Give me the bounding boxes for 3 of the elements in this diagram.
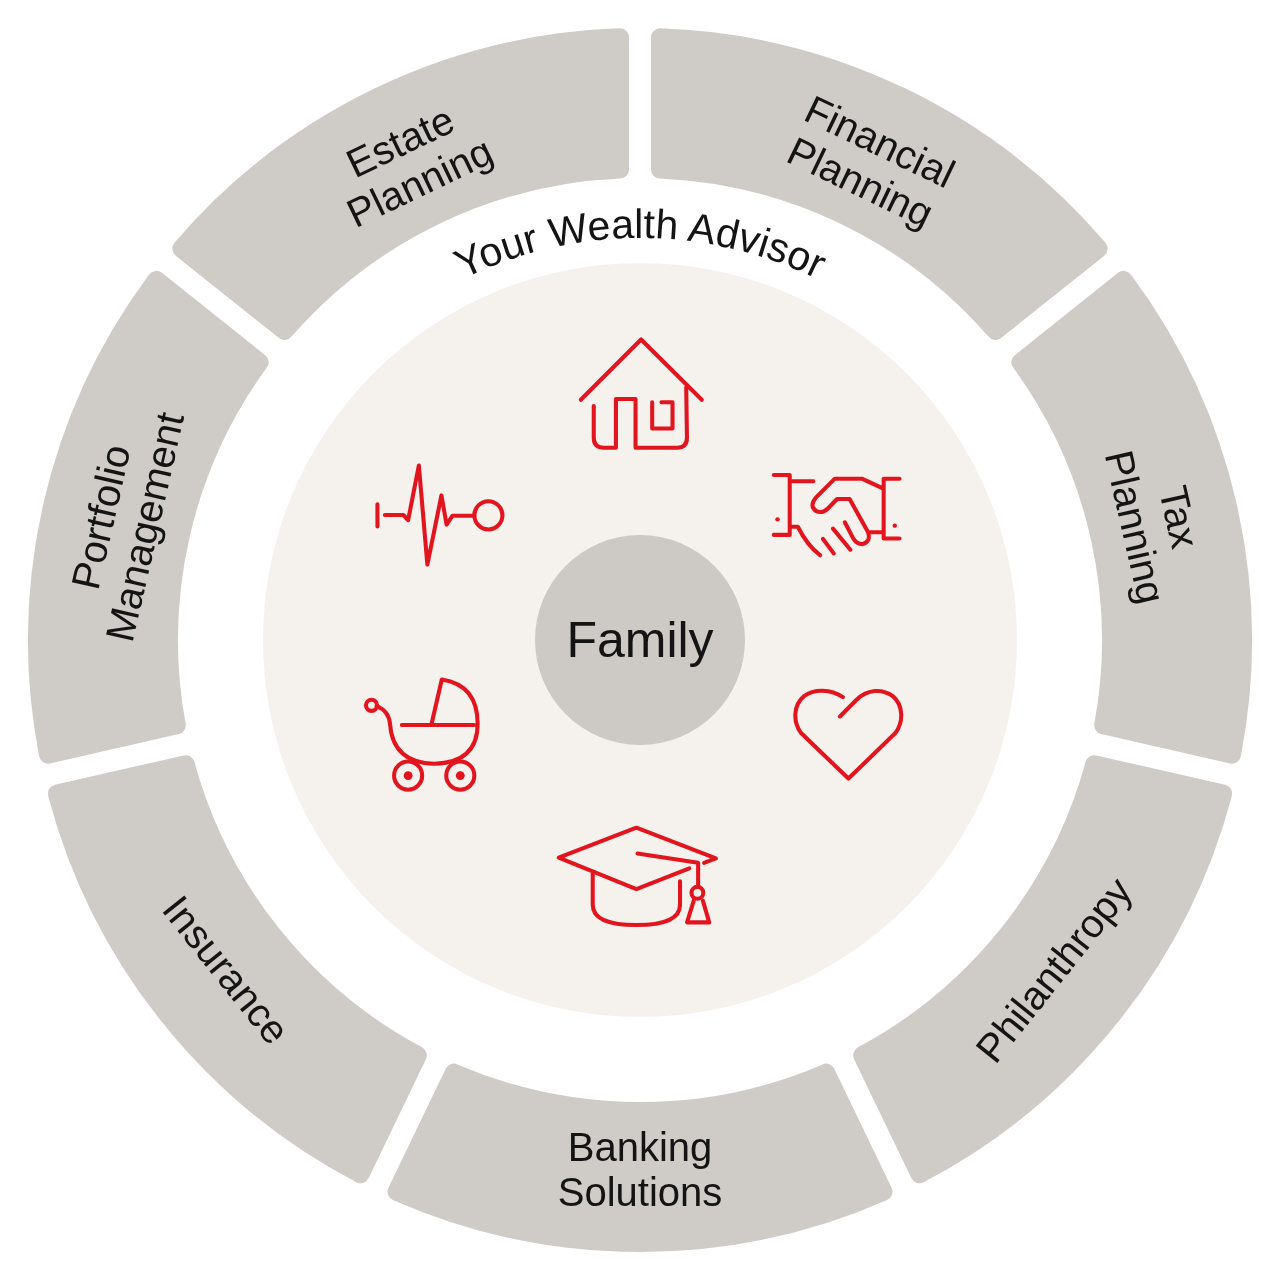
segment-label: Banking Solutions (557, 1125, 723, 1215)
segment-label: Tax Planning (1095, 445, 1209, 608)
center-label: Family (566, 612, 714, 668)
